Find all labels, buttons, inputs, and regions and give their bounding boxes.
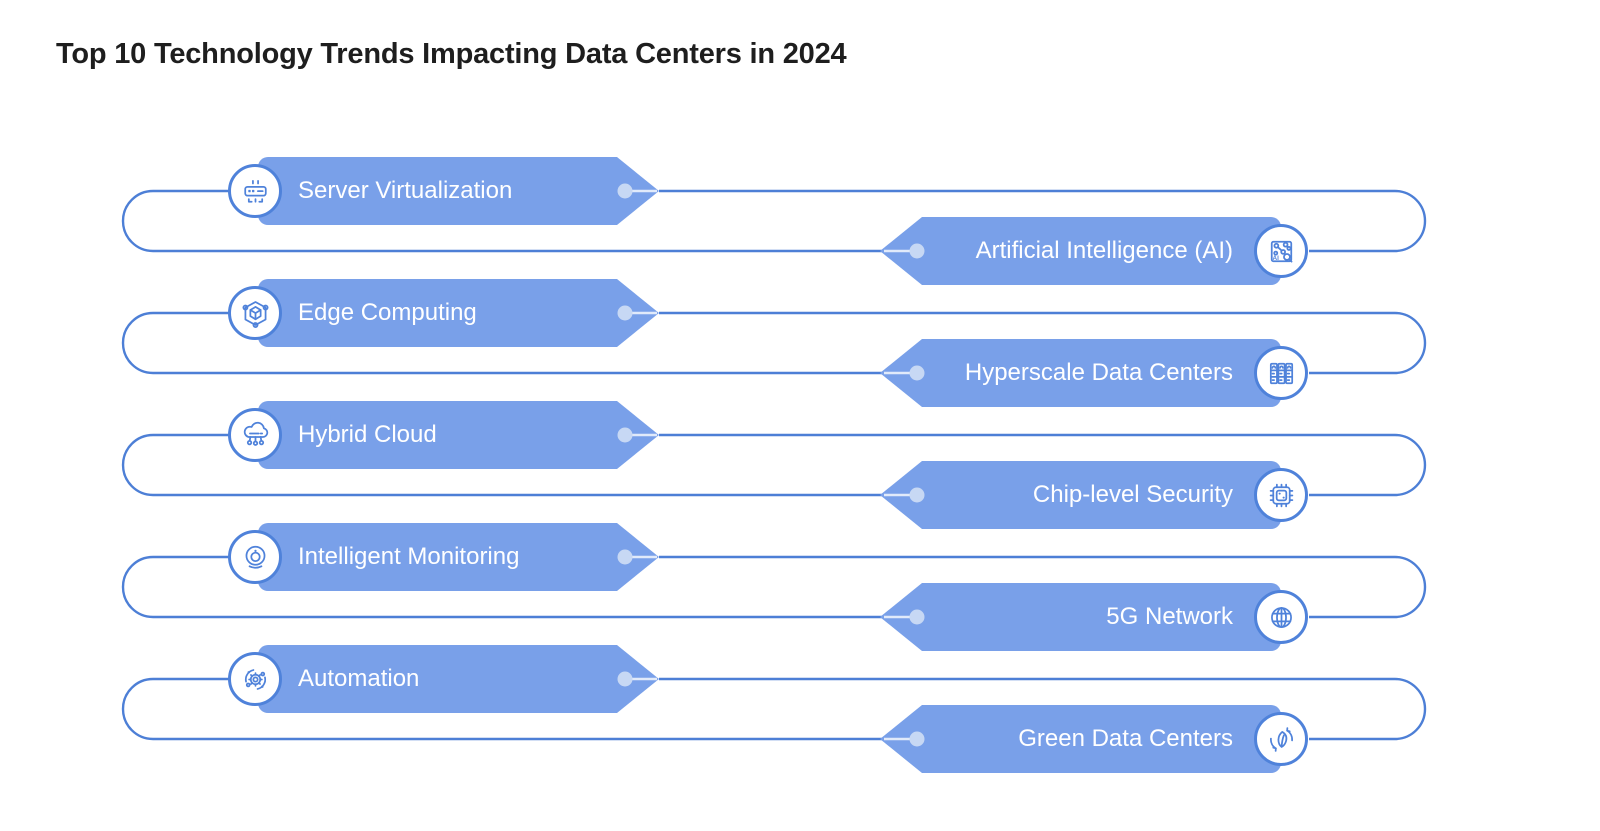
banner-shape: 5G Network <box>880 583 1281 651</box>
trend-label: Artificial Intelligence (AI) <box>975 237 1233 264</box>
banner-shape: Chip-level Security <box>880 461 1281 529</box>
banner-shape: Green Data Centers <box>880 705 1281 773</box>
trend-item-automation: Automation <box>228 645 659 713</box>
trend-item-edge-computing: Edge Computing <box>228 279 659 347</box>
banner-shape: Hybrid Cloud <box>258 401 659 469</box>
icon-badge <box>1254 712 1308 766</box>
trend-label: Hybrid Cloud <box>298 421 437 448</box>
trend-label: Chip-level Security <box>1032 481 1233 508</box>
banner-shape: Automation <box>258 645 659 713</box>
leaf-recycle-icon <box>1269 726 1293 752</box>
icon-badge <box>1254 468 1308 522</box>
trend-label: Edge Computing <box>298 299 477 326</box>
automation-gear-icon <box>244 668 266 690</box>
trend-item-hyperscale-data-centers: Hyperscale Data Centers <box>880 339 1308 407</box>
banner-shape: Server Virtualization <box>258 157 659 225</box>
trend-label: 5G Network <box>1106 603 1233 630</box>
icon-badge <box>228 408 282 462</box>
trend-item-hybrid-cloud: Hybrid Cloud <box>228 401 659 469</box>
icon-badge <box>1254 590 1308 644</box>
trend-label: Server Virtualization <box>298 177 513 204</box>
trend-item-intelligent-monitoring: Intelligent Monitoring <box>228 523 659 591</box>
hybrid-cloud-icon <box>243 421 268 446</box>
globe-icon <box>1270 606 1292 628</box>
icon-badge <box>228 530 282 584</box>
banner-shape: Hyperscale Data Centers <box>880 339 1281 407</box>
trend-item-artificial-intelligence: Artificial Intelligence (AI) AI <box>880 217 1308 285</box>
server-racks-icon <box>1269 362 1293 384</box>
icon-badge <box>228 164 282 218</box>
page-title: Top 10 Technology Trends Impacting Data … <box>56 38 847 70</box>
banner-shape: Edge Computing <box>258 279 659 347</box>
trend-item-server-virtualization: Server Virtualization <box>228 157 659 225</box>
icon-badge <box>1254 346 1308 400</box>
ai-circuit-icon: AI <box>1270 240 1292 262</box>
trend-item-5g-network: 5G Network <box>880 583 1308 651</box>
edge-computing-cube-icon <box>241 300 269 328</box>
icon-badge: AI <box>1254 224 1308 278</box>
trend-label: Automation <box>298 665 420 692</box>
trend-item-green-data-centers: Green Data Centers <box>880 705 1308 773</box>
trend-item-chip-level-security: Chip-level Security <box>880 461 1308 529</box>
icon-badge <box>228 652 282 706</box>
trend-label: Hyperscale Data Centers <box>964 359 1233 386</box>
server-virtualization-icon <box>243 179 267 203</box>
security-chip-icon <box>1269 483 1293 507</box>
icon-badge <box>228 286 282 340</box>
trend-label: Intelligent Monitoring <box>298 543 520 570</box>
banner-shape: Artificial Intelligence (AI) <box>880 217 1281 285</box>
trend-label: Green Data Centers <box>1018 725 1233 752</box>
monitoring-camera-icon <box>245 545 265 569</box>
banner-shape: Intelligent Monitoring <box>258 523 659 591</box>
svg-text:AI: AI <box>1272 255 1279 262</box>
